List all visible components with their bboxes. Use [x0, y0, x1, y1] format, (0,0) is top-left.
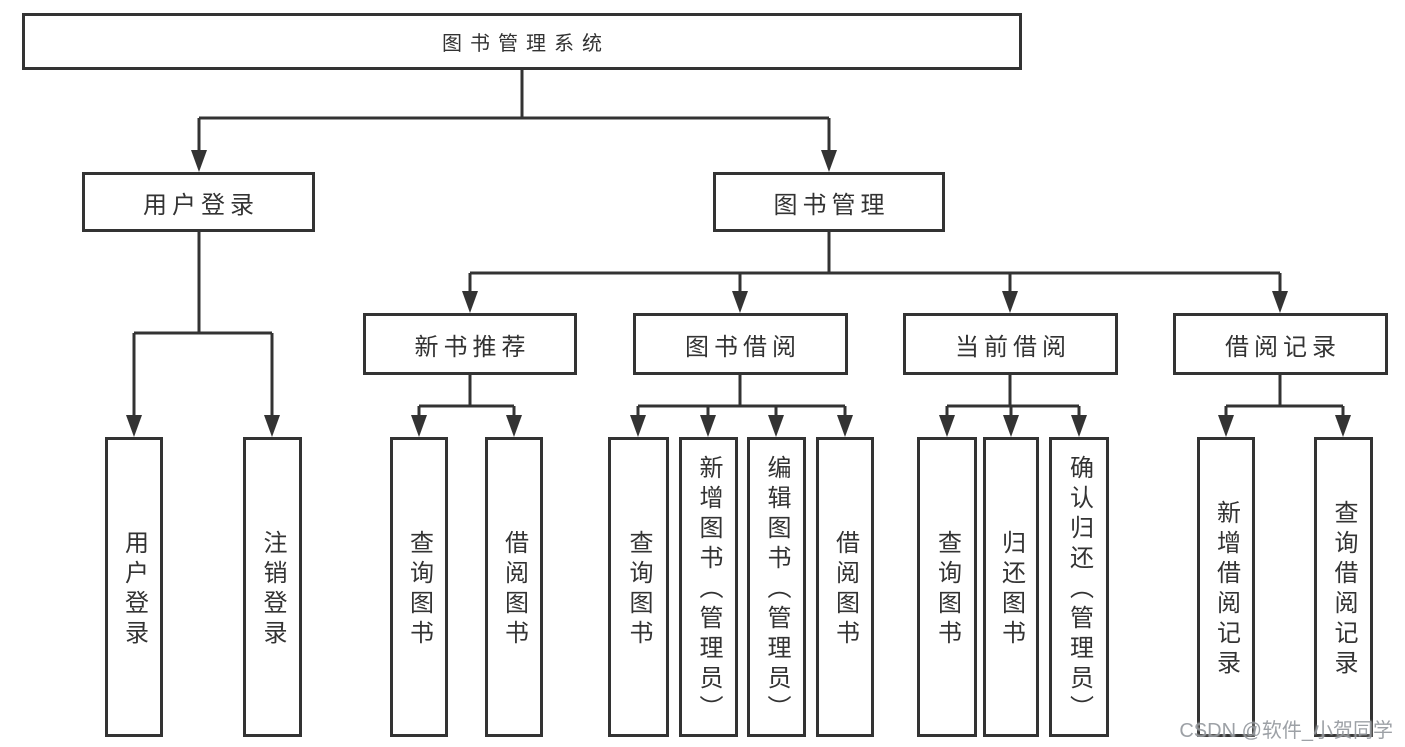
node-user-login: 用户登录 [82, 172, 315, 232]
connector-section3-children [939, 375, 1087, 437]
arrow-down-icon [1071, 415, 1087, 437]
node-current-borrowing: 当前借阅 [903, 313, 1118, 375]
arrow-down-icon [1218, 415, 1234, 437]
leaf-return-books: 归还图书 [983, 437, 1039, 737]
arrow-down-icon [1002, 291, 1018, 313]
node-library-management-system: 图书管理系统 [22, 13, 1022, 70]
leaf-borrow-books: 借阅图书 [816, 437, 874, 737]
node-label: 确认归还（管理员） [1065, 455, 1093, 725]
leaf-confirm-return-admin: 确认归还（管理员） [1049, 437, 1109, 737]
leaf-add-borrow-record: 新增借阅记录 [1197, 437, 1255, 737]
arrow-down-icon [768, 415, 784, 437]
leaf-query-books: 查询图书 [608, 437, 669, 737]
arrow-down-icon [191, 150, 207, 172]
node-label: 借阅记录 [1225, 333, 1341, 361]
node-label: 借阅图书 [500, 530, 528, 650]
leaf-query-books: 查询图书 [390, 437, 448, 737]
leaf-user-login: 用户登录 [105, 437, 163, 737]
node-label: 用户登录 [120, 530, 148, 650]
node-label: 查询图书 [405, 530, 433, 650]
csdn-watermark: CSDN @软件_小贺同学 [1179, 720, 1393, 742]
arrow-down-icon [821, 150, 837, 172]
arrow-down-icon [700, 415, 716, 437]
node-label: 图书借阅 [685, 333, 801, 361]
node-label: 图书管理 [773, 191, 890, 219]
node-label: 图书管理系统 [442, 33, 610, 55]
arrow-down-icon [462, 291, 478, 313]
node-label: 用户登录 [143, 191, 259, 219]
arrow-down-icon [732, 291, 748, 313]
node-book-management: 图书管理 [713, 172, 945, 232]
arrow-down-icon [411, 415, 427, 437]
arrow-down-icon [126, 415, 142, 437]
node-label: 借阅图书 [831, 530, 859, 650]
leaf-query-borrow-record: 查询借阅记录 [1314, 437, 1373, 737]
arrow-down-icon [837, 415, 853, 437]
node-label: 新增借阅记录 [1212, 500, 1240, 680]
leaf-edit-books-admin: 编辑图书（管理员） [747, 437, 806, 737]
arrow-down-icon [264, 415, 280, 437]
arrow-down-icon [1335, 415, 1351, 437]
leaf-borrow-books: 借阅图书 [485, 437, 543, 737]
node-label: 查询图书 [625, 530, 652, 650]
leaf-add-books-admin: 新增图书（管理员） [679, 437, 738, 737]
connector-book-management-sections [462, 232, 1288, 313]
node-book-borrowing: 图书借阅 [633, 313, 848, 375]
leaf-query-books: 查询图书 [917, 437, 977, 737]
arrow-down-icon [1003, 415, 1019, 437]
arrow-down-icon [1272, 291, 1288, 313]
node-new-book-recommendation: 新书推荐 [363, 313, 577, 375]
connector-section2-children [630, 375, 853, 437]
node-label: 新书推荐 [414, 333, 531, 361]
node-label: 新增图书（管理员） [695, 455, 722, 725]
leaf-logout: 注销登录 [243, 437, 302, 737]
node-label: 查询图书 [933, 530, 961, 650]
arrow-down-icon [630, 415, 646, 437]
connector-user-login-children [126, 232, 280, 437]
node-label: 当前借阅 [955, 333, 1071, 361]
arrow-down-icon [506, 415, 522, 437]
node-label: 查询借阅记录 [1330, 500, 1357, 680]
node-label: 归还图书 [997, 530, 1025, 650]
connector-section1-children [411, 375, 522, 437]
node-label: 编辑图书（管理员） [763, 455, 790, 725]
node-label: 注销登录 [259, 530, 286, 650]
connector-section4-children [1218, 375, 1351, 437]
arrow-down-icon [939, 415, 955, 437]
connector-root-to-level2 [191, 70, 837, 172]
node-borrowing-records: 借阅记录 [1173, 313, 1388, 375]
